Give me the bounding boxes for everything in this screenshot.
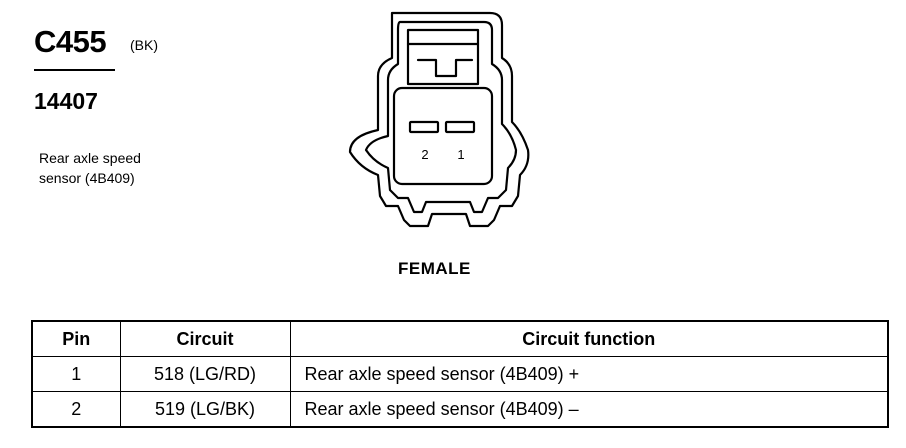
part-number: 14407 [34,88,98,114]
component-description-line-2: sensor (4B409) [39,170,135,186]
table-header-row: Pin Circuit Circuit function [31,320,889,357]
connector-id-underline [34,69,115,71]
connector-latch-slot [416,58,474,78]
component-description: Rear axle speed sensor (4B409) [39,148,199,188]
connector-mating-face [392,86,494,186]
circuit-cell: 518 (LG/RD) [119,356,291,392]
header-pin: Pin [31,320,121,357]
pin-cell: 1 [31,356,121,392]
view-label: FEMALE [398,259,471,278]
header-circuit: Circuit [119,320,291,357]
table-row: 1 518 (LG/RD) Rear axle speed sensor (4B… [31,356,889,392]
pin-cell: 2 [31,391,121,428]
circuit-function-cell: Rear axle speed sensor (4B409) – [289,391,889,428]
connector-id: C455 [34,24,107,59]
circuit-cell: 519 (LG/BK) [119,391,291,428]
circuit-function-cell: Rear axle speed sensor (4B409) + [289,356,889,392]
terminal-cavity-1 [444,120,476,134]
pinout-table: Pin Circuit Circuit function 1 518 (LG/R… [31,320,889,428]
connector-housing-inner [364,20,518,214]
connector-housing-outer [348,11,530,228]
connector-color: (BK) [130,37,158,53]
header-circuit-function: Circuit function [289,320,889,357]
cavity-label-2: 2 [421,147,428,162]
connector-face-drawing: 2 1 [348,11,530,228]
component-description-line-1: Rear axle speed [39,150,141,166]
terminal-cavity-2 [408,120,440,134]
table-row: 2 519 (LG/BK) Rear axle speed sensor (4B… [31,391,889,428]
connector-latch [406,28,480,86]
cavity-label-1: 1 [457,147,464,162]
